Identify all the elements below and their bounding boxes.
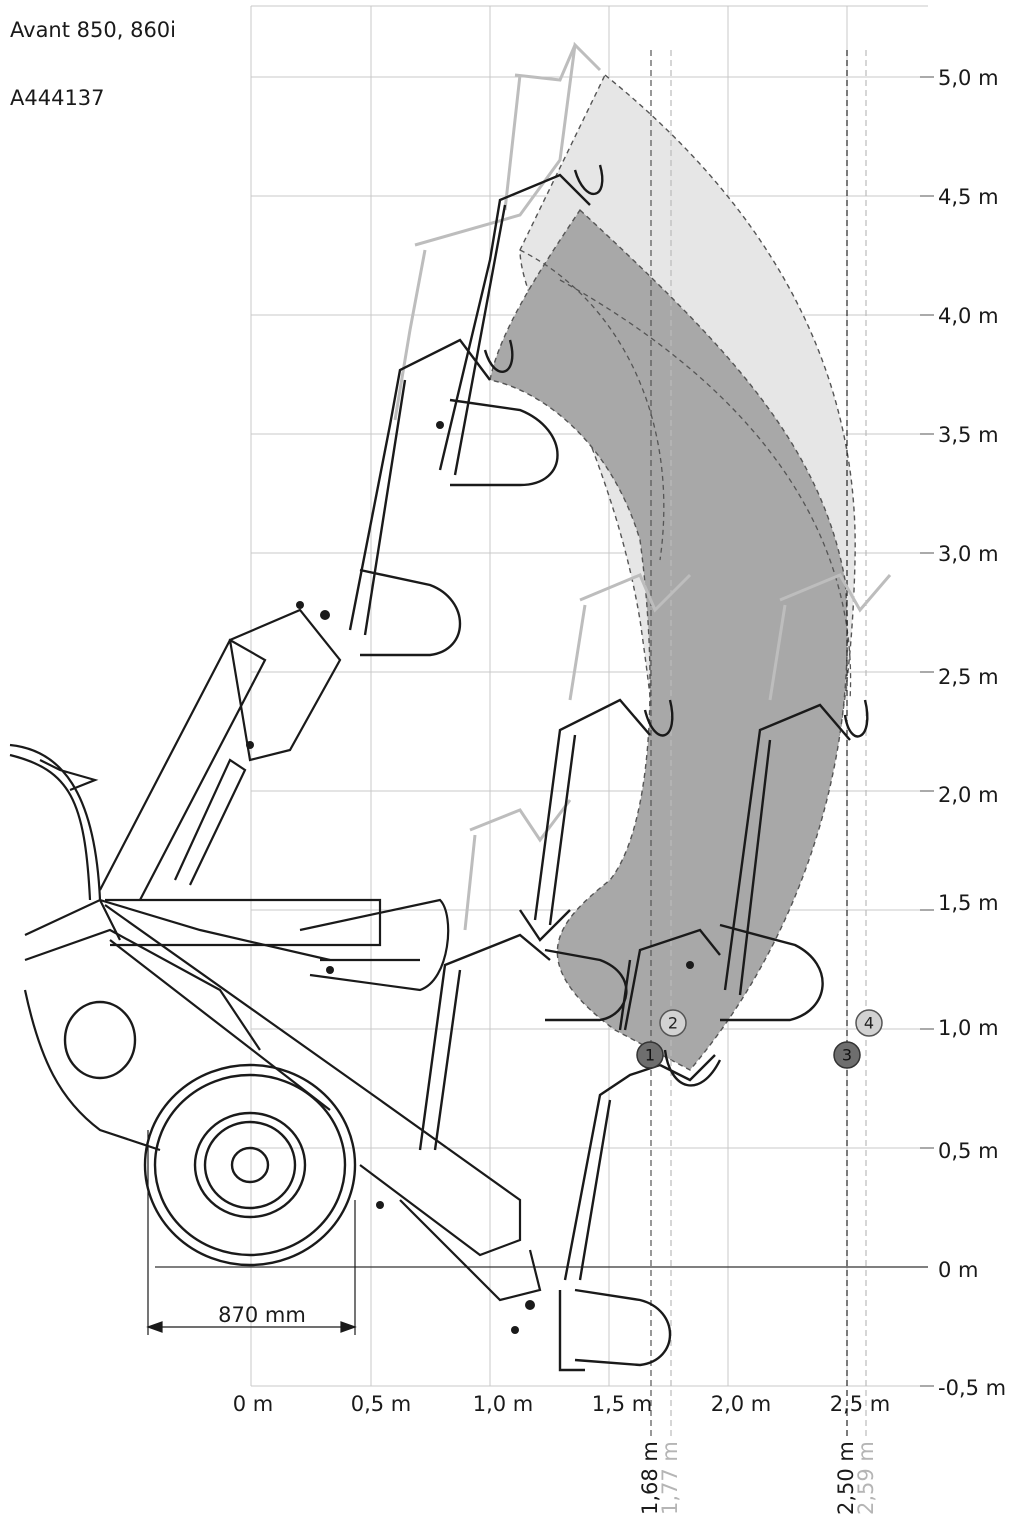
x-tick-label: 1,5 m	[592, 1392, 653, 1416]
wheel	[63, 1000, 357, 1267]
x-tick-label: 2,0 m	[711, 1392, 772, 1416]
marker-2-label: 2	[668, 1014, 678, 1033]
x-tick-label: 2,5 m	[830, 1392, 891, 1416]
y-tick-label: -0,5 m	[938, 1376, 1006, 1400]
reach-label-3: 2,50 m	[834, 1441, 858, 1515]
marker-2: 2	[659, 1009, 687, 1037]
dimension-870-label: 870 mm	[218, 1303, 306, 1327]
y-tick-label: 3,5 m	[938, 423, 999, 447]
loader-body	[9, 608, 542, 1302]
loader-arm-mid-right	[618, 923, 824, 1031]
y-tick-label: 0 m	[938, 1258, 979, 1282]
loader-arm-top	[348, 164, 604, 657]
loader-arm-high	[533, 698, 869, 996]
y-axis-labels: 5,0 m 4,5 m 4,0 m 3,5 m 3,0 m 2,5 m 2,0 …	[938, 66, 1006, 1400]
reach-label-1: 1,68 m	[638, 1441, 662, 1515]
y-tick-label: 0,5 m	[938, 1139, 999, 1163]
marker-3: 3	[833, 1041, 861, 1069]
dimension-870	[146, 1130, 357, 1335]
marker-1-label: 1	[645, 1046, 655, 1065]
y-tick-label: 1,5 m	[938, 891, 999, 915]
drawing-code: A444137	[10, 86, 105, 110]
marker-4: 4	[855, 1009, 883, 1037]
y-tick-label: 2,0 m	[938, 783, 999, 807]
y-tick-label: 3,0 m	[938, 542, 999, 566]
loader-arm-lower	[558, 1049, 722, 1372]
marker-3-label: 3	[842, 1046, 852, 1065]
y-tick-label: 5,0 m	[938, 66, 999, 90]
x-tick-label: 0,5 m	[351, 1392, 412, 1416]
dark-reach-zone	[489, 208, 848, 1071]
x-tick-label: 1,0 m	[473, 1392, 534, 1416]
y-tick-label: 2,5 m	[938, 665, 999, 689]
model-title: Avant 850, 860i	[10, 18, 177, 42]
y-tick-label: 1,0 m	[938, 1016, 999, 1040]
reach-label-4: 2,59 m	[854, 1441, 878, 1515]
inner-arcs	[519, 249, 852, 701]
y-tick-label: 4,0 m	[938, 304, 999, 328]
marker-1: 1	[636, 1041, 664, 1069]
y-tick-label: 4,5 m	[938, 185, 999, 209]
reach-label-2: 1,77 m	[658, 1441, 682, 1515]
marker-4-label: 4	[864, 1014, 874, 1033]
x-tick-label: 0 m	[233, 1392, 274, 1416]
x-axis-labels: 0 m 0,5 m 1,0 m 1,5 m 2,0 m 2,5 m	[233, 1392, 891, 1416]
reach-labels: 1,68 m 1,77 m 2,50 m 2,59 m	[638, 1441, 878, 1515]
pivot-joints	[246, 421, 694, 1334]
ghost-arm-positions	[393, 41, 892, 931]
